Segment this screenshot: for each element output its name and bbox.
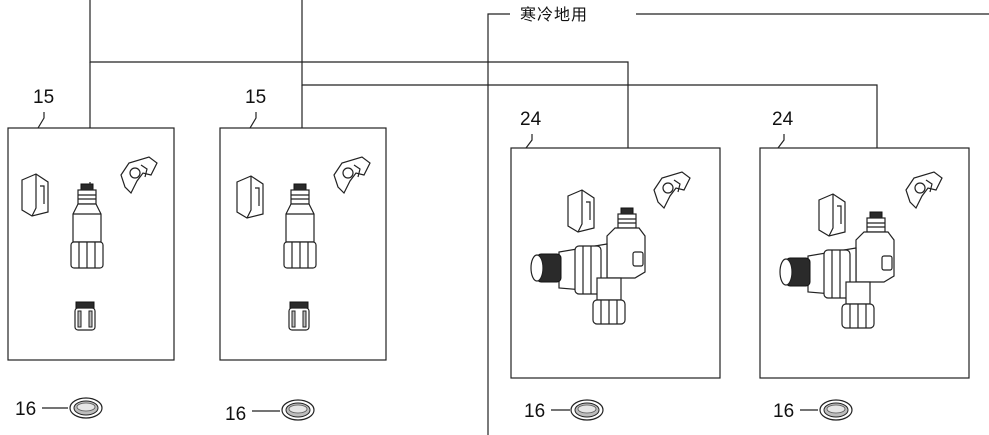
washer-part [819,399,853,421]
part-group-3: 24 [510,109,721,379]
part-number-label: 24 [772,109,794,130]
part-number-label: 24 [520,109,542,130]
washer-number-label: 16 [15,399,36,420]
washer-part [570,399,604,421]
part-number-label: 15 [245,87,266,108]
part-group-1: 15 [7,87,175,361]
washer-2: 16 [225,399,315,425]
cap-part [236,175,264,219]
washer-number-label: 16 [773,401,794,422]
washer-part [281,399,315,421]
washer-number-label: 16 [524,401,545,422]
cap-part [21,173,49,217]
washer-1: 16 [15,397,103,420]
cold-region-label: 寒冷地用 [520,5,588,24]
cold-region-bracket: 寒冷地用 [487,5,989,435]
washer-number-label: 16 [225,404,246,425]
insert-part [74,301,96,331]
part-group-4: 24 [759,109,970,379]
cap-part [567,189,595,233]
cap-part [818,193,846,237]
part-number-label: 15 [33,87,54,108]
insert-part [288,301,310,331]
washer-part [69,397,103,419]
washer-3: 16 [524,399,604,422]
washer-4: 16 [773,399,853,422]
leader-lines [89,0,878,210]
part-group-2: 15 [219,87,387,361]
